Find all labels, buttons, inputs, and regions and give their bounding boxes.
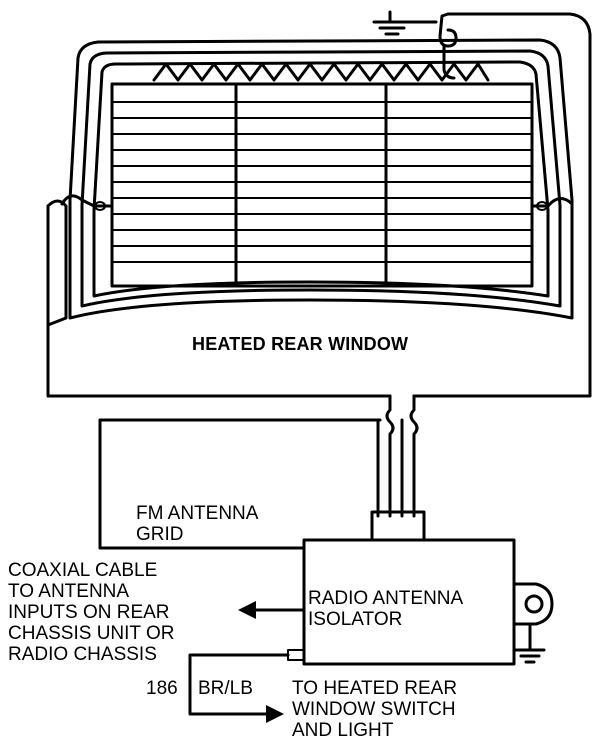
isolator-label-line-2: ISOLATOR — [308, 609, 403, 630]
ground-symbol-top — [372, 10, 438, 36]
switch-label-line-1: TO HEATED REAR — [292, 678, 458, 699]
heater-grid-lines — [111, 101, 533, 263]
wire-left-down — [385, 394, 395, 518]
isolator-label: RADIO ANTENNA ISOLATOR — [308, 588, 463, 630]
wire-color-label: BR/LB — [198, 678, 253, 699]
right-clip-terminal — [536, 201, 548, 211]
ground-symbol-bottom — [514, 648, 546, 664]
window-frame-middle — [80, 49, 562, 308]
isolator-label-line-1: RADIO ANTENNA — [308, 588, 464, 609]
zigzag-antenna-element — [152, 62, 490, 82]
output-terminal — [287, 649, 305, 661]
body-opening-panel — [46, 199, 68, 327]
fm-grid-label: FM ANTENNA GRID — [136, 503, 258, 545]
body-panel-right — [412, 12, 592, 398]
mounting-hole — [524, 594, 544, 614]
fm-grid-label-line-2: GRID — [136, 524, 184, 545]
switch-wire — [188, 653, 290, 716]
switch-arrow-icon — [266, 705, 284, 723]
coax-label: COAXIAL CABLE TO ANTENNA INPUTS ON REAR … — [8, 560, 174, 665]
top-feed-lead — [442, 44, 456, 80]
right-clip — [530, 197, 574, 208]
wire-right-down — [409, 394, 419, 518]
coax-label-line-2: TO ANTENNA — [8, 581, 130, 602]
circuit-number-label: 186 — [146, 678, 178, 699]
switch-label: TO HEATED REAR WINDOW SWITCH AND LIGHT — [292, 678, 457, 741]
left-clip-terminal — [94, 201, 106, 211]
left-clip — [60, 194, 114, 208]
switch-label-line-3: AND LIGHT — [292, 720, 394, 741]
fm-grid-label-line-1: FM ANTENNA — [136, 503, 259, 524]
window-frame-outer — [68, 38, 574, 320]
fm-grid-wire — [98, 418, 382, 550]
isolator-connector — [370, 510, 426, 542]
body-panel-left — [46, 204, 392, 398]
coax-label-line-4: CHASSIS UNIT OR — [8, 623, 175, 644]
coax-label-line-5: RADIO CHASSIS — [8, 644, 157, 665]
switch-label-line-2: WINDOW SWITCH — [292, 699, 456, 720]
coax-label-line-1: COAXIAL CABLE — [8, 560, 158, 581]
window-label: HEATED REAR WINDOW — [192, 334, 409, 354]
coax-arrow-icon — [238, 601, 256, 619]
coax-label-line-3: INPUTS ON REAR — [8, 602, 170, 623]
window-frame-inner — [92, 60, 550, 298]
mounting-tab — [512, 582, 554, 626]
top-feed-wire — [438, 12, 458, 48]
heater-grid-border — [110, 82, 534, 288]
isolator-box — [302, 538, 516, 666]
heater-grid-verticals — [234, 82, 388, 288]
